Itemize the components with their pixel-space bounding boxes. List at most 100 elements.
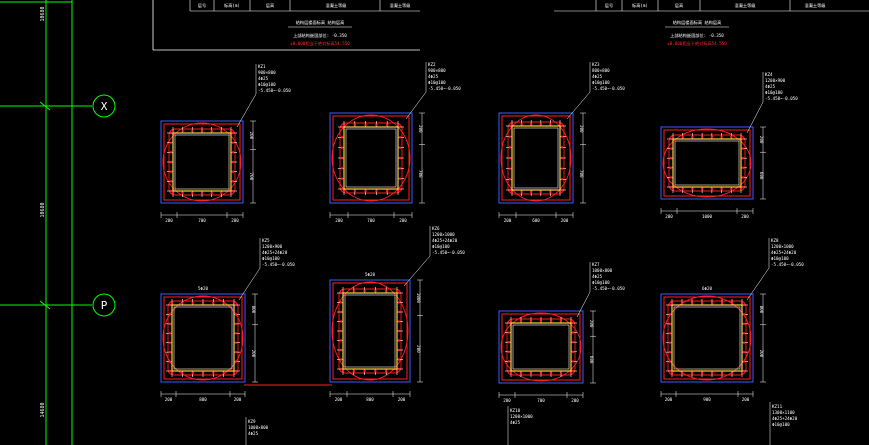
rebar-dot	[397, 320, 401, 323]
rebar-dot	[231, 141, 235, 144]
column-spec-line: Φ10@100	[592, 80, 610, 85]
rebar-dot	[668, 369, 672, 373]
leader-line	[236, 93, 257, 128]
rebar-dot	[668, 303, 672, 307]
rebar-dot	[700, 187, 704, 191]
rebar-dot	[742, 360, 746, 363]
rebar-dot	[669, 185, 673, 189]
rebar-dot	[741, 185, 745, 189]
column-core	[172, 132, 232, 192]
leader-line	[403, 255, 431, 287]
rebar-dot	[742, 332, 746, 335]
rebar-dot	[560, 124, 564, 128]
rebar-dot	[520, 122, 523, 126]
inner-stirrup	[339, 122, 403, 194]
rebar-dot	[669, 166, 673, 169]
dim-label: 200	[571, 398, 579, 403]
outer-stirrup	[332, 115, 410, 201]
bottom-column-id: KZ9	[248, 419, 256, 424]
rebar-tie-ring	[331, 114, 411, 202]
title-block-right: 层号 标高(m) 层高 混凝土等级 混凝土等级 结构层楼面标高 结构层高 上部结…	[554, 0, 869, 47]
rebar-dot	[680, 301, 684, 305]
axis-label-p: P	[101, 299, 108, 312]
column-spec-line: Φ10@100	[428, 80, 446, 85]
column-core	[671, 304, 743, 372]
rebar-dot	[571, 331, 575, 334]
inner-stirrup	[667, 300, 747, 376]
rebar-dot	[363, 369, 366, 373]
tb-right-cell-2: 标高(m)	[632, 2, 648, 9]
rebar-dot	[341, 369, 345, 373]
rebar-dot	[507, 341, 511, 344]
column-spec-line: -5.450~-0.050	[258, 88, 291, 93]
rebar-dot	[398, 146, 402, 149]
dim-label: 200	[165, 397, 173, 402]
tb-right-red-note: ±0.000相当于绝对标高54.550	[667, 40, 727, 47]
rebar-dot	[398, 177, 402, 180]
rebar-dot	[741, 137, 745, 141]
rebar-dot	[507, 369, 511, 373]
rebar-dot	[397, 310, 401, 314]
outer-stirrup	[501, 313, 581, 381]
rebar-dot	[690, 301, 694, 305]
dim-label: 800	[366, 397, 374, 402]
rebar-tie-ring	[500, 312, 582, 382]
column-core-inner	[174, 134, 230, 190]
bottom-column-spec: 1200×1000	[510, 414, 533, 419]
tb-left-red-note: ±0.000相当于绝对标高54.550	[290, 40, 350, 47]
rebar-dot	[231, 170, 235, 173]
side-dim-label: 200	[418, 125, 423, 133]
leader-line	[405, 91, 427, 120]
top-rebar-note: 5Φ20	[198, 286, 209, 291]
side-dim-label: 200	[249, 132, 254, 140]
rebar-dot	[212, 371, 215, 375]
rebar-dot	[397, 348, 401, 352]
rebar-dot	[397, 339, 401, 342]
rebar-dot	[222, 301, 225, 305]
rebar-dot	[234, 369, 238, 373]
dim-label: 200	[741, 214, 749, 219]
rebar-dot	[720, 371, 724, 375]
column-spec-line: 1000×800	[592, 268, 613, 273]
left-dim-1: 10680	[40, 6, 46, 21]
leader-line	[746, 267, 770, 301]
rebar-dot	[340, 146, 344, 149]
title-block-left: 层号 标高(m) 层高 混凝土等级 混凝土等级 结构层楼面标高 结构层高 上部结…	[152, 0, 420, 51]
rebar-dot	[397, 329, 401, 333]
column-core	[343, 126, 399, 190]
column-spec-line: -5.450~-0.050	[262, 262, 295, 267]
tb-left-cell-4: 混凝土等级	[326, 2, 348, 9]
rebar-dot	[669, 176, 673, 179]
rebar-dot	[730, 135, 733, 139]
top-rebar-note: 5Φ20	[365, 272, 376, 277]
column-spec-line: Φ10@100	[258, 82, 276, 87]
dim-label: 200	[503, 398, 511, 403]
rebar-dot	[220, 129, 223, 133]
rebar-dot	[234, 313, 238, 316]
rebar-dot	[740, 301, 744, 305]
rebar-tie-ring	[662, 295, 752, 381]
column-spec-line: 900×800	[258, 70, 276, 75]
rebar-dot	[229, 191, 233, 195]
rebar-dot	[375, 123, 378, 127]
rebar-dot	[560, 188, 564, 192]
dim-label: 200	[398, 397, 406, 402]
concrete-outline	[498, 310, 584, 384]
rebar-dot	[232, 371, 236, 375]
rebar-dot	[681, 187, 684, 191]
rebar-dot	[691, 135, 694, 139]
rebar-dot	[571, 369, 575, 373]
rebar-dot	[363, 289, 366, 293]
rebar-dot	[340, 156, 344, 160]
tb-right-heading: 结构层楼面标高 结构层高	[673, 19, 722, 26]
tb-left-cell-3: 层高	[266, 2, 274, 9]
rebar-dot	[229, 129, 233, 133]
rebar-dot	[668, 360, 672, 363]
rebar-tie-ring	[662, 128, 752, 198]
grid-lines	[0, 0, 92, 445]
rebar-dot	[742, 313, 746, 316]
rebar-dot	[560, 156, 564, 160]
